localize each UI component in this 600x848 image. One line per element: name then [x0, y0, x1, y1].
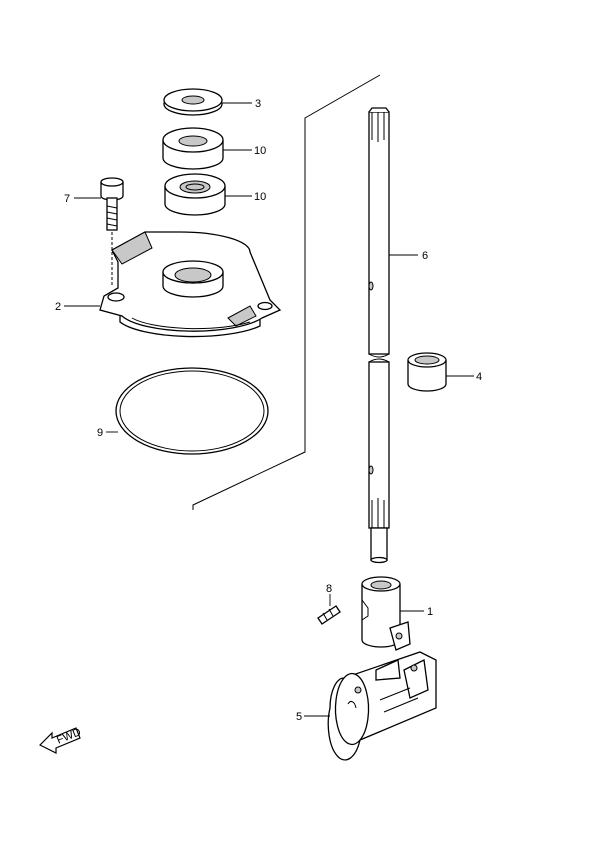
callout-5: 5	[296, 711, 302, 723]
bolt	[100, 177, 124, 231]
callout-8: 8	[326, 583, 332, 595]
callout-10-upper: 10	[254, 145, 266, 157]
callout-3: 3	[255, 98, 261, 110]
pin	[317, 605, 341, 625]
oil-seal-upper	[162, 127, 224, 170]
clutch-dog	[361, 576, 411, 651]
callout-2: 2	[55, 301, 61, 313]
fwd-arrow-icon	[38, 727, 81, 754]
washer	[163, 88, 223, 116]
bush	[407, 352, 447, 392]
fwd-label: FWD	[55, 726, 83, 747]
callout-10-lower: 10	[254, 191, 266, 203]
callout-4: 4	[476, 371, 482, 383]
callout-9: 9	[97, 427, 103, 439]
callout-1: 1	[427, 606, 433, 618]
assembly-bracket	[192, 74, 381, 510]
callout-6: 6	[422, 250, 428, 262]
o-ring	[115, 367, 269, 455]
drive-shaft	[368, 107, 390, 564]
push-rod	[327, 651, 437, 761]
callout-7: 7	[64, 193, 70, 205]
pump-case	[99, 231, 282, 338]
oil-seal-lower	[164, 173, 226, 216]
